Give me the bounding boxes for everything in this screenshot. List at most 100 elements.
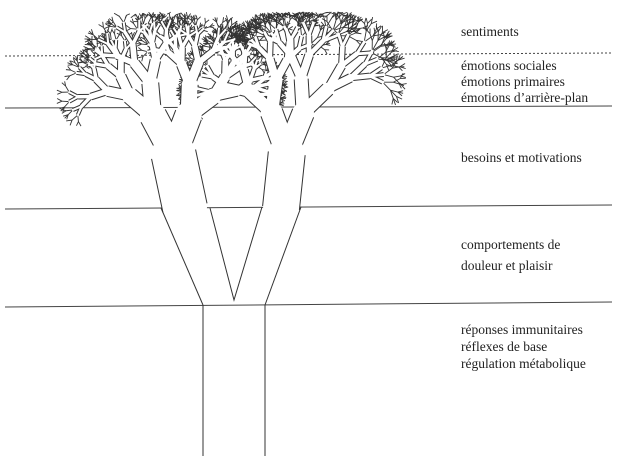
- branch-outline: [111, 16, 114, 22]
- branch-fill: [238, 42, 247, 57]
- branch-outline: [106, 26, 110, 34]
- branch-outline: [69, 119, 73, 126]
- branch-outline: [110, 33, 112, 41]
- branch-outline: [391, 64, 399, 68]
- branch-outline: [187, 17, 193, 21]
- branch-outline: [275, 21, 285, 28]
- branch-outline: [325, 17, 333, 28]
- branch-fill: [196, 27, 205, 36]
- branch-outline: [175, 94, 182, 96]
- label-reflexes: réflexes de base: [461, 339, 548, 354]
- branch-outline: [180, 19, 186, 27]
- branch-outline: [118, 15, 120, 17]
- branch-outline: [69, 72, 77, 77]
- branch-outline: [83, 48, 89, 51]
- branch-outline: [138, 36, 143, 42]
- branch-outline: [256, 21, 261, 26]
- branch-outline: [380, 57, 387, 65]
- branch-outline: [222, 25, 227, 31]
- branch-outline: [242, 36, 249, 45]
- branch-outline: [295, 15, 298, 21]
- branch-outline: [187, 13, 192, 18]
- branch-outline: [196, 16, 201, 21]
- branch-outline: [61, 82, 66, 87]
- label-comportements-1: comportements de: [461, 237, 561, 252]
- branch-outline: [288, 26, 293, 30]
- branch-outline: [59, 106, 65, 110]
- branch-outline: [399, 66, 406, 70]
- branch-fill: [114, 38, 118, 51]
- branch-outline: [169, 24, 175, 27]
- branch-fill: [129, 41, 138, 67]
- branch-outline: [142, 40, 149, 46]
- branch-outline: [237, 29, 242, 33]
- branch-outline: [82, 49, 85, 55]
- branch-outline: [225, 17, 229, 24]
- branch-outline: [332, 26, 344, 32]
- branch-outline: [214, 28, 218, 34]
- branch-outline: [299, 11, 303, 16]
- branch-outline: [324, 49, 328, 55]
- branch-outline: [231, 33, 235, 40]
- branch-outline: [265, 65, 267, 73]
- branch-fill: [180, 34, 191, 50]
- branch-outline: [227, 17, 232, 24]
- branch-fill: [228, 43, 234, 59]
- branch-outline: [355, 32, 362, 35]
- branch-outline: [386, 59, 393, 64]
- branch-outline: [56, 98, 63, 102]
- branch-fill: [184, 58, 204, 90]
- branch-outline: [241, 32, 249, 35]
- branch-fill: [272, 56, 291, 85]
- branch-fill: [106, 42, 119, 58]
- branch-outline: [246, 24, 252, 30]
- branch-outline: [275, 16, 278, 21]
- branch-outline: [337, 23, 342, 35]
- branch-outline: [349, 13, 352, 19]
- branch-fill: [337, 32, 344, 49]
- branch-fill: [106, 32, 110, 46]
- branch-outline: [109, 25, 117, 28]
- branch-outline: [391, 46, 395, 53]
- branch-outline: [66, 109, 73, 112]
- branch-outline: [142, 51, 149, 57]
- branch-outline: [325, 44, 331, 46]
- branch-fill: [339, 51, 360, 69]
- branch-fill: [160, 20, 168, 32]
- branch-outline: [188, 20, 193, 27]
- branch-outline: [398, 66, 403, 72]
- branch-outline: [267, 21, 277, 30]
- branch-fill: [297, 34, 303, 51]
- branch-fill: [146, 48, 158, 53]
- branch-outline: [147, 17, 152, 25]
- branch-outline: [339, 12, 341, 18]
- branch-outline: [263, 20, 270, 23]
- funnel-right-edge: [264, 206, 302, 306]
- branch-fill: [131, 29, 141, 47]
- branch-outline: [198, 45, 204, 48]
- branch-outline: [203, 40, 209, 44]
- branch-outline: [192, 49, 195, 56]
- branch-outline: [185, 11, 189, 18]
- branch-outline: [381, 64, 392, 69]
- branch-outline: [126, 13, 130, 16]
- branch-outline: [262, 20, 267, 27]
- branch-outline: [356, 39, 363, 42]
- branch-fill: [302, 21, 311, 38]
- branch-outline: [309, 19, 313, 24]
- branch-fill: [211, 74, 229, 90]
- branch-outline: [239, 34, 242, 40]
- branch-outline: [256, 54, 263, 61]
- branch-outline: [175, 12, 182, 16]
- branch-outline: [295, 16, 304, 24]
- branch-fill: [142, 75, 162, 124]
- branch-outline: [351, 19, 354, 27]
- branch-outline: [70, 69, 77, 74]
- branch-outline: [193, 14, 196, 20]
- branch-outline: [331, 12, 336, 15]
- branch-outline: [385, 42, 389, 49]
- branch-outline: [347, 12, 352, 18]
- branch-outline: [355, 21, 359, 30]
- label-emotions-arriere-plan: émotions d’arrière-plan: [461, 90, 589, 105]
- branch-outline: [393, 78, 401, 83]
